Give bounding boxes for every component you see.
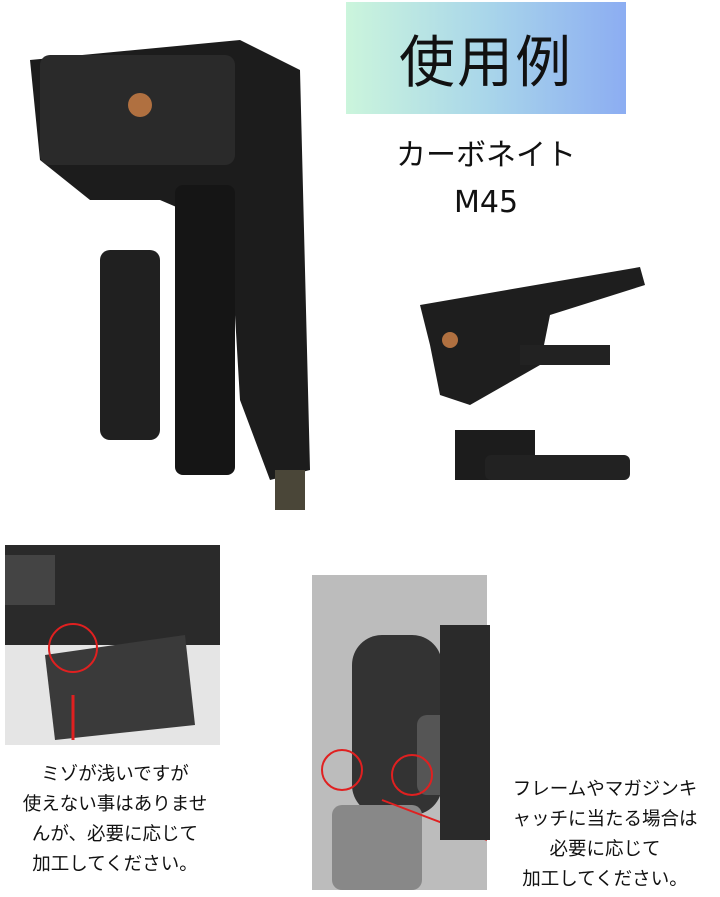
caption-line: 使えない事はありませ [22, 794, 208, 815]
caption-line: 加工してください。 [32, 854, 198, 875]
caption-line: ャッチに当たる場合は [512, 809, 698, 830]
pistol-with-holster-image [30, 40, 310, 510]
caption-right: フレームやマガジンキ ャッチに当たる場合は 必要に応じて 加工してください。 [490, 775, 720, 895]
pistol-and-holster-image [420, 267, 645, 480]
caption-line: フレームやマガジンキ [512, 779, 698, 800]
product-name: カーボネイト [396, 138, 576, 173]
main-product-photo [0, 0, 340, 515]
caption-line: 必要に応じて [549, 839, 661, 860]
caption-line: 加工してください。 [522, 869, 688, 890]
title-banner: 使用例 [346, 2, 626, 114]
holster-side-image [440, 625, 490, 840]
slide-groove-image [5, 545, 220, 740]
model-name: M45 [453, 185, 519, 220]
side-product-photo [400, 255, 660, 495]
caption-left: ミゾが浅いですが 使えない事はありませ んが、必要に応じて 加工してください。 [0, 760, 230, 880]
page-title: 使用例 [399, 30, 573, 96]
detail-photo-left [5, 545, 220, 745]
caption-line: ミゾが浅いですが [41, 764, 189, 785]
caption-line: んが、必要に応じて [31, 824, 199, 845]
